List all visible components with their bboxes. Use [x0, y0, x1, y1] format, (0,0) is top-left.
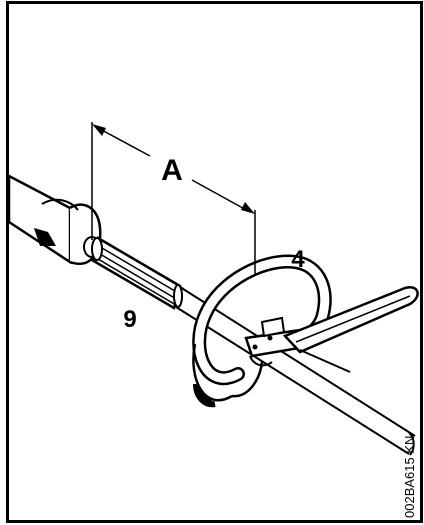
dimension-a [91, 122, 256, 276]
callout-number: 4 [291, 246, 305, 273]
splined-shaft [90, 236, 185, 310]
figure-frame [6, 1, 423, 523]
dimension-label: A [161, 154, 183, 187]
callout-number: 9 [123, 306, 136, 333]
thin-shaft [175, 286, 416, 456]
figure-code: 002BA615 KN [402, 436, 417, 518]
barrier-bar [282, 285, 419, 373]
